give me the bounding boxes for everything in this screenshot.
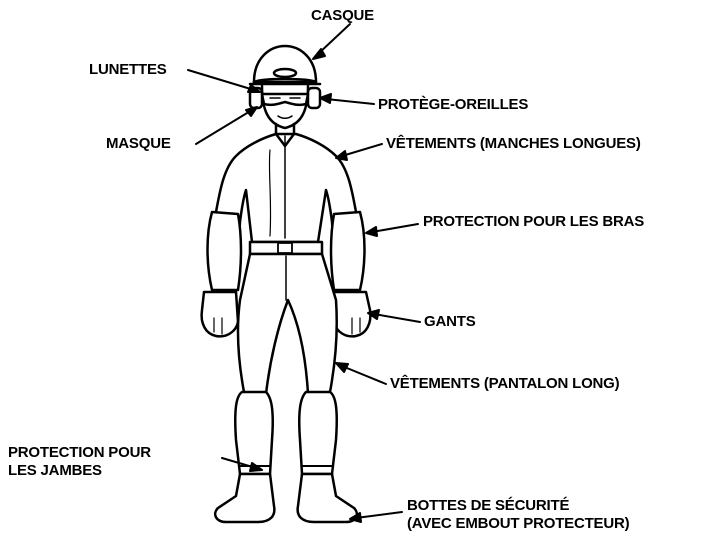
label-casque: CASQUE xyxy=(311,7,374,25)
label-protection-jambes: PROTECTION POUR LES JAMBES xyxy=(8,444,151,480)
label-masque: MASQUE xyxy=(106,135,171,153)
belt-icon xyxy=(250,242,322,254)
label-protege-oreilles: PROTÈGE-OREILLES xyxy=(378,96,528,114)
label-gants: GANTS xyxy=(424,313,476,331)
trousers-icon xyxy=(238,254,337,394)
label-lunettes: LUNETTES xyxy=(89,61,167,79)
label-vetements-pantalon: VÊTEMENTS (PANTALON LONG) xyxy=(390,375,619,393)
leg-protection-icon xyxy=(235,392,337,474)
label-protection-jambes-line1: PROTECTION POUR xyxy=(8,444,151,462)
label-bottes: BOTTES DE SÉCURITÉ (AVEC EMBOUT PROTECTE… xyxy=(407,497,629,533)
label-bottes-line1: BOTTES DE SÉCURITÉ xyxy=(407,497,629,515)
helmet-icon xyxy=(250,46,320,84)
label-bottes-line2: (AVEC EMBOUT PROTECTEUR) xyxy=(407,515,629,533)
label-protection-jambes-line2: LES JAMBES xyxy=(8,462,151,480)
boot-icon xyxy=(215,474,357,522)
label-protection-bras: PROTECTION POUR LES BRAS xyxy=(423,213,644,231)
face-icon xyxy=(262,86,308,136)
label-vetements-manches: VÊTEMENTS (MANCHES LONGUES) xyxy=(386,135,641,153)
